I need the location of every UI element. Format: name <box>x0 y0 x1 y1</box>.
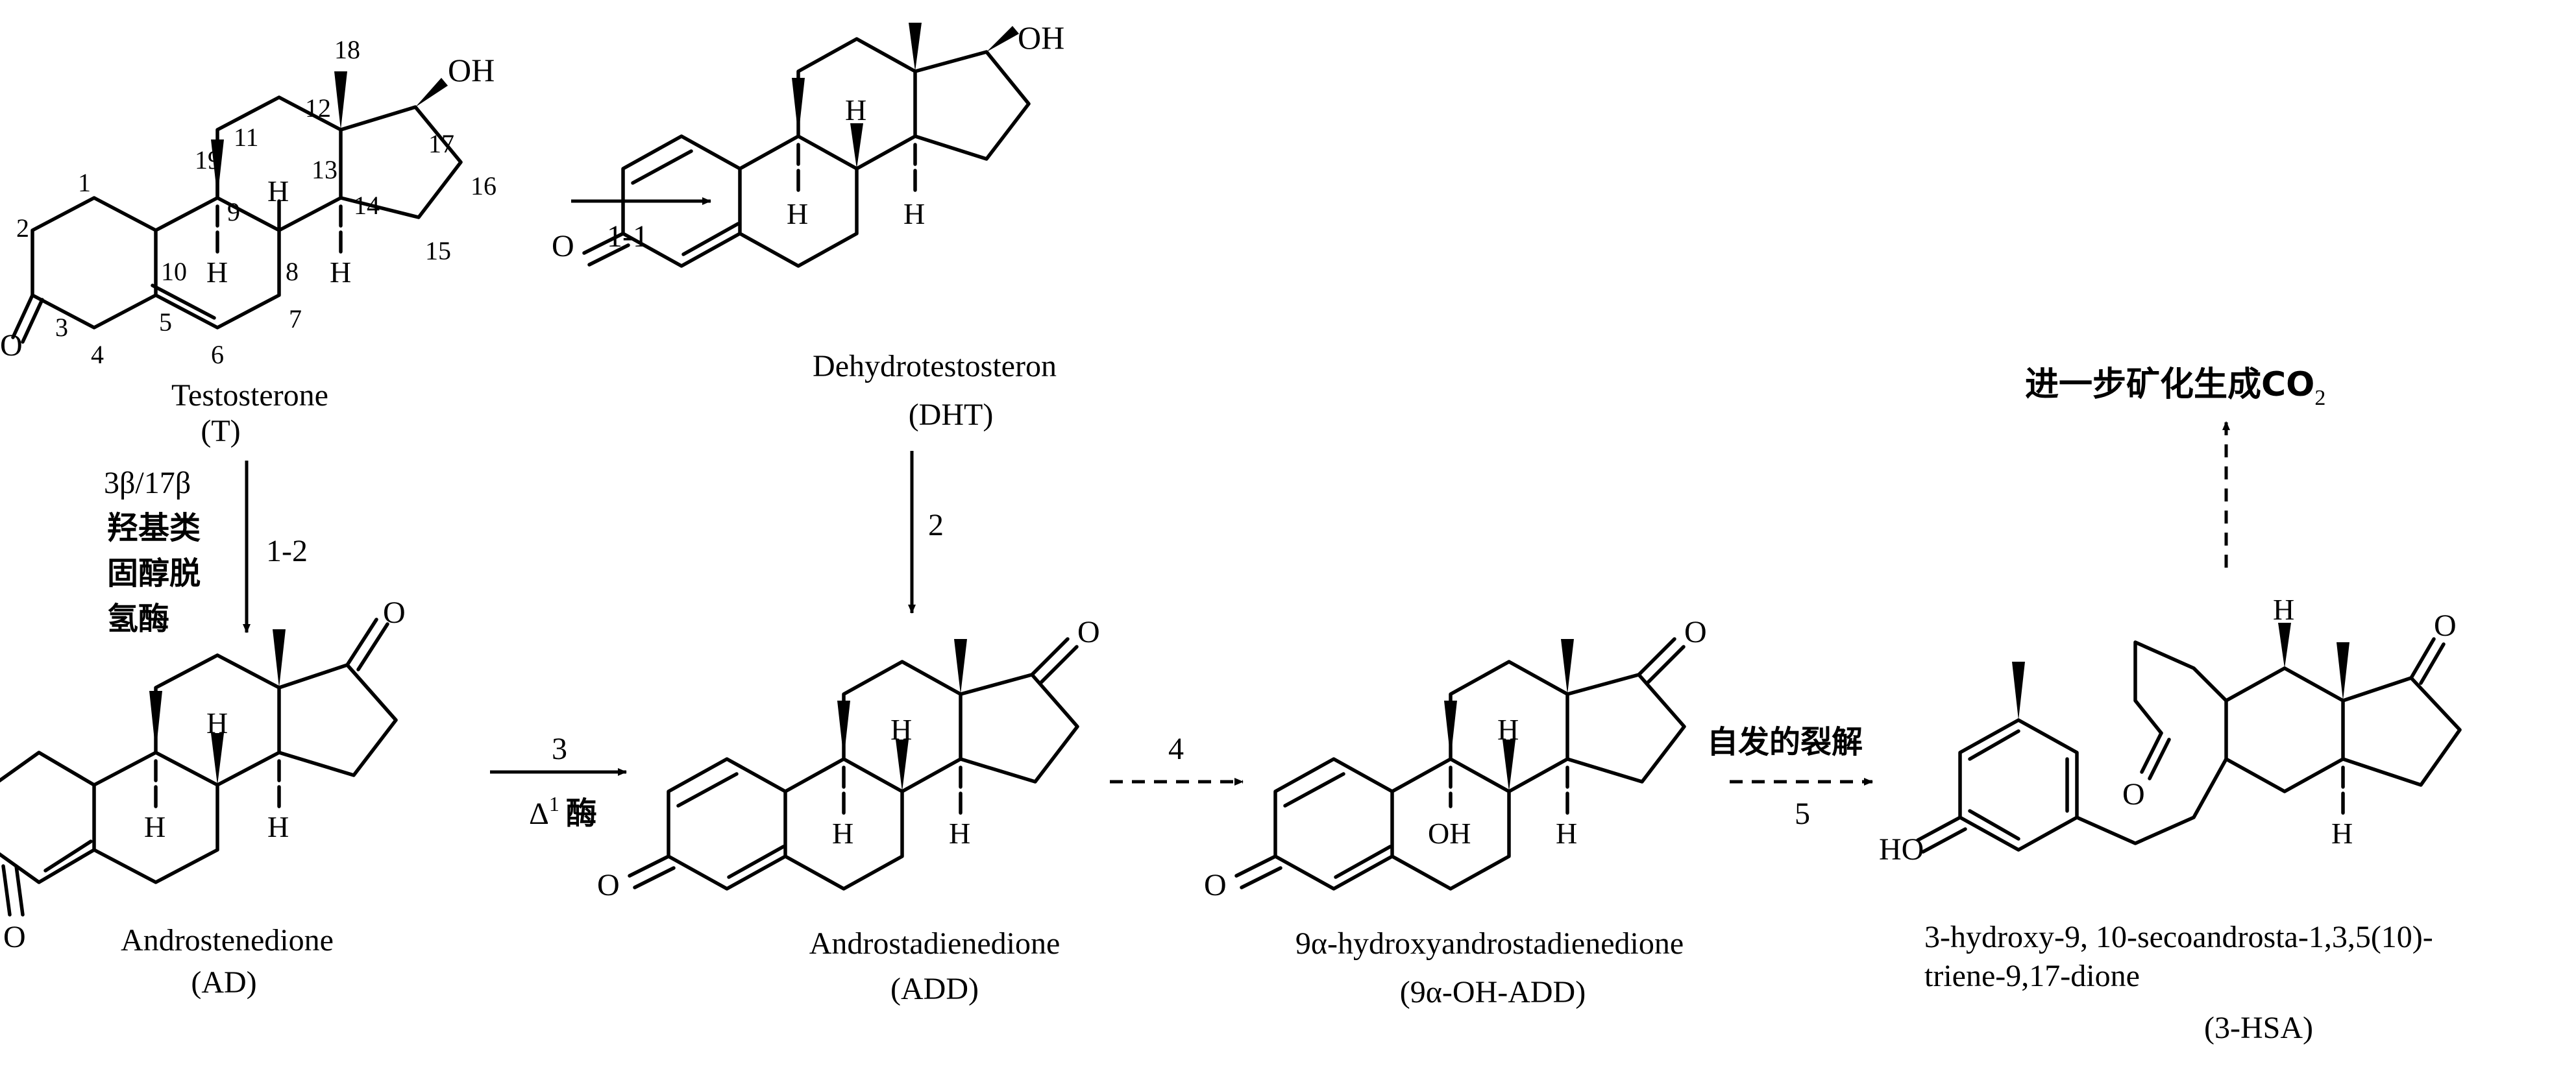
testosterone-abbr: (T) <box>201 414 240 448</box>
oh-add-structure <box>1234 637 1686 891</box>
mineralization-text: 进一步矿化生成CO <box>2025 365 2314 404</box>
add-o17: O <box>1077 615 1100 649</box>
dht-h8: H <box>845 93 866 127</box>
hsa-name-line2: triene-9,17-dione <box>1924 959 2140 993</box>
dht-oh: OH <box>1018 19 1064 56</box>
testosterone-name: Testosterone <box>171 378 328 413</box>
step-5-number: 5 <box>1795 797 1810 831</box>
num-8: 8 <box>286 257 299 286</box>
ad-h8: H <box>206 706 228 740</box>
num-18: 18 <box>334 35 360 64</box>
num-3: 3 <box>55 313 68 342</box>
num-2: 2 <box>16 213 29 243</box>
oh-add-name: 9α-hydroxyandrostadienedione <box>1295 926 1684 961</box>
testosterone-oh: OH <box>448 52 495 88</box>
dht-name: Dehydrotestosteron <box>813 349 1057 383</box>
add-h9: H <box>832 817 853 850</box>
ad-name: Androstenedione <box>121 923 334 958</box>
oh-add-o17: O <box>1684 615 1707 649</box>
ad-o17: O <box>383 596 406 630</box>
step-4-label: 4 <box>1168 732 1184 766</box>
step-5-label: 自发的裂解 <box>1707 724 1863 760</box>
oh-add-h14: H <box>1556 817 1577 850</box>
enzyme-3-delta: Δ <box>529 797 549 831</box>
add-o3: O <box>597 868 620 902</box>
oh-add-oh9: OH <box>1428 817 1471 850</box>
ad-abbr: (AD) <box>191 965 256 1000</box>
num-7: 7 <box>289 304 302 333</box>
num-6: 6 <box>211 340 224 369</box>
num-13: 13 <box>312 155 337 184</box>
num-19: 19 <box>195 145 221 175</box>
step-2-label: 2 <box>928 508 944 542</box>
testosterone-h8: H <box>267 175 289 208</box>
num-15: 15 <box>425 236 451 265</box>
enzyme-1-2-line1: 3β/17β <box>104 466 191 500</box>
enzyme-3-word: 酶 <box>566 795 597 832</box>
num-4: 4 <box>91 340 104 369</box>
num-5: 5 <box>159 307 172 337</box>
hsa-name-line1: 3-hydroxy-9, 10-secoandrosta-1,3,5(10)- <box>1924 920 2433 954</box>
oh-add-abbr: (9α-OH-ADD) <box>1400 975 1586 1009</box>
enzyme-3-sup: 1 <box>549 792 559 815</box>
hsa-structure <box>1916 623 2462 854</box>
oh-add-h8: H <box>1497 713 1519 746</box>
ad-h9: H <box>144 810 166 843</box>
add-h8: H <box>890 713 912 746</box>
dht-h14: H <box>903 197 925 230</box>
num-10: 10 <box>161 257 187 286</box>
num-11: 11 <box>234 123 259 152</box>
num-1: 1 <box>78 168 91 197</box>
step-1-1-label: 1-1 <box>607 219 648 254</box>
enzyme-1-2-line3: 固醇脱 <box>107 555 201 592</box>
hsa-h8: H <box>2273 593 2294 626</box>
oh-add-o3: O <box>1204 868 1227 902</box>
step-3-label: 3 <box>552 732 567 766</box>
hsa-ho3: HO <box>1879 832 1924 867</box>
num-16: 16 <box>471 171 497 200</box>
ad-h14: H <box>267 810 289 843</box>
num-17: 17 <box>428 129 454 158</box>
num-9: 9 <box>227 197 240 226</box>
ad-structure <box>0 618 398 917</box>
dht-h9: H <box>787 197 808 230</box>
num-14: 14 <box>354 191 380 220</box>
enzyme-1-2-line4: 氢酶 <box>107 601 169 637</box>
ad-o3: O <box>3 920 26 954</box>
hsa-o17: O <box>2434 609 2457 643</box>
add-structure <box>628 637 1079 891</box>
testosterone-o3: O <box>0 328 23 363</box>
hsa-abbr: (3-HSA) <box>2204 1011 2313 1045</box>
add-name: Androstadienedione <box>809 926 1061 961</box>
dht-o3: O <box>552 229 574 263</box>
testosterone-h9: H <box>206 256 228 289</box>
hsa-o9: O <box>2122 777 2145 812</box>
enzyme-1-2-line2: 羟基类 <box>107 510 201 546</box>
mineralization-sub: 2 <box>2314 386 2325 410</box>
num-12: 12 <box>305 93 331 123</box>
hsa-h14: H <box>2331 817 2353 850</box>
testosterone-h14: H <box>330 256 351 289</box>
add-h14: H <box>949 817 970 850</box>
testosterone-structure <box>11 71 463 344</box>
add-abbr: (ADD) <box>890 972 979 1006</box>
step-1-2-label: 1-2 <box>266 534 308 568</box>
dht-abbr: (DHT) <box>909 398 994 432</box>
mineralization-label: 进一步矿化生成CO2 <box>2025 365 2325 410</box>
